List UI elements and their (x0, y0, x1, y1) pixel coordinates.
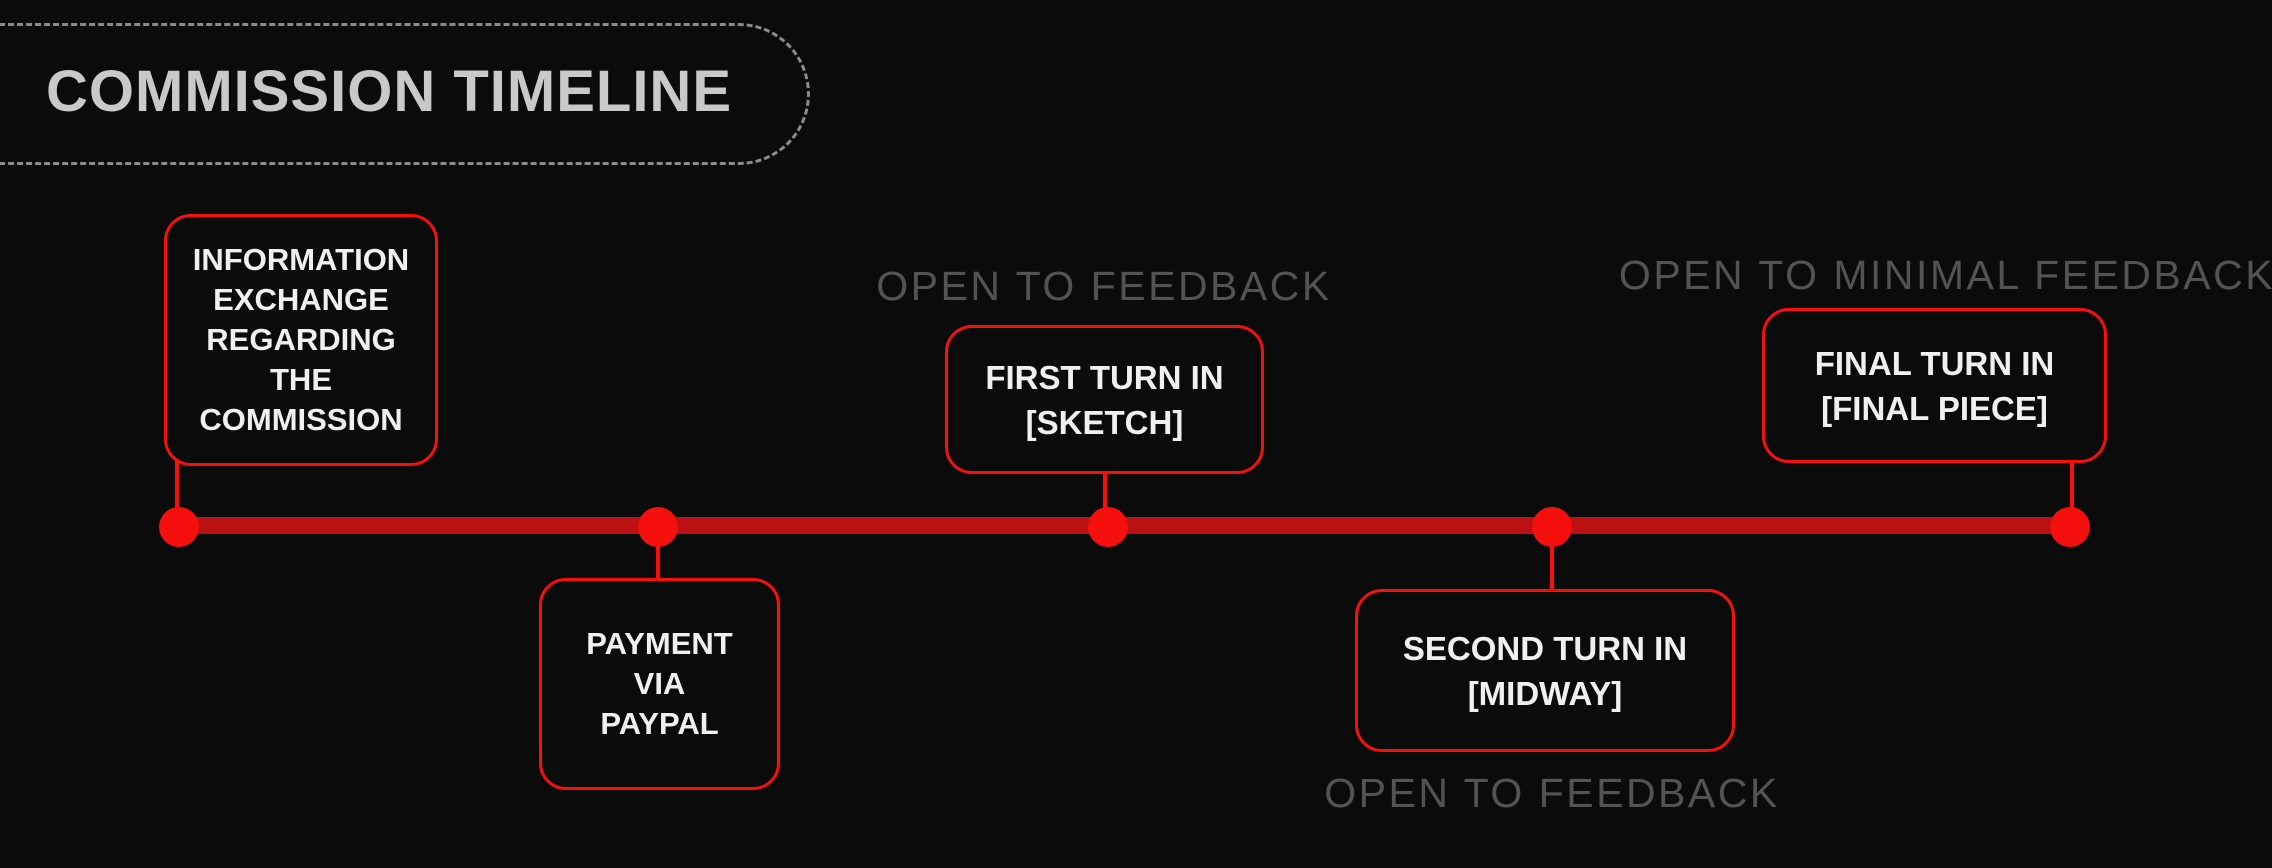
connector-info-exchange (175, 455, 179, 517)
timeline-node-dot-4 (1532, 507, 1572, 547)
step-box-information-exchange: INFORMATION EXCHANGE REGARDING THE COMMI… (164, 214, 438, 466)
timeline-node-dot-1 (159, 507, 199, 547)
connector-payment (656, 527, 660, 580)
timeline-node-dot-3 (1088, 507, 1128, 547)
timeline-node-dot-2 (638, 507, 678, 547)
connector-second-turn (1550, 527, 1554, 591)
title-frame: COMMISSION TIMELINE (0, 23, 810, 165)
step-box-second-turn-in: SECOND TURN IN [MIDWAY] (1355, 589, 1735, 752)
annotation-final-turn-feedback: OPEN TO MINIMAL FEEDBACK (1618, 252, 2272, 298)
connector-final-turn (2070, 458, 2074, 517)
page-title: COMMISSION TIMELINE (46, 58, 732, 124)
step-box-first-turn-in: FIRST TURN IN [SKETCH] (945, 325, 1264, 474)
annotation-first-turn-feedback: OPEN TO FEEDBACK (876, 263, 1332, 309)
timeline-node-dot-5 (2050, 507, 2090, 547)
step-box-final-turn-in: FINAL TURN IN [FINAL PIECE] (1762, 308, 2107, 463)
step-box-payment: PAYMENT VIA PAYPAL (539, 578, 780, 790)
connector-first-turn (1103, 470, 1107, 517)
annotation-second-turn-feedback: OPEN TO FEEDBACK (1324, 770, 1780, 816)
